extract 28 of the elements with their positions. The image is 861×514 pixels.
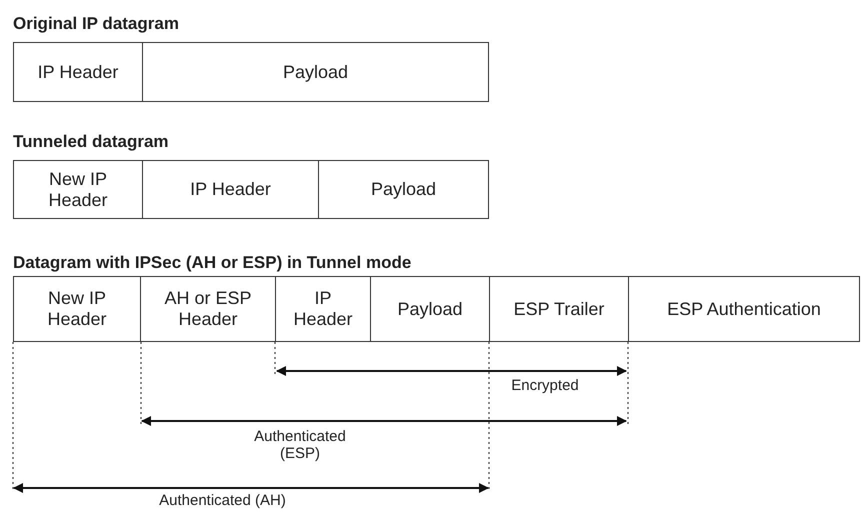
field-label: IP Header — [292, 288, 354, 330]
field-box — [275, 276, 371, 342]
span-label: Authenticated (AH) — [158, 492, 287, 509]
field-label: New IP Header — [47, 168, 109, 210]
span-label: Encrypted — [510, 377, 580, 394]
field-box — [13, 160, 143, 219]
field-label: Payload — [282, 62, 348, 82]
section-heading: Datagram with IPSec (AH or ESP) in Tunnel mode — [13, 253, 412, 273]
field-label: ESP Trailer — [514, 298, 604, 320]
section-heading: Original IP datagram — [13, 14, 180, 34]
field-label: Payload — [370, 179, 436, 200]
field-box — [489, 276, 629, 342]
field-box — [142, 160, 319, 219]
section-heading: Tunneled datagram — [13, 132, 170, 152]
field-label: IP Header — [38, 62, 118, 82]
field-label: IP Header — [190, 179, 271, 200]
field-box — [628, 276, 860, 342]
span-label: Authenticated (ESP) — [253, 428, 347, 462]
field-box — [140, 276, 276, 342]
field-label: Payload — [397, 298, 463, 320]
field-label: New IP Header — [46, 288, 108, 330]
field-label: ESP Authentication — [667, 298, 821, 320]
field-box — [318, 160, 489, 219]
field-label: AH or ESP Header — [163, 288, 253, 330]
field-box — [142, 42, 489, 102]
field-box — [13, 42, 143, 102]
field-box — [13, 276, 141, 342]
field-box — [370, 276, 490, 342]
